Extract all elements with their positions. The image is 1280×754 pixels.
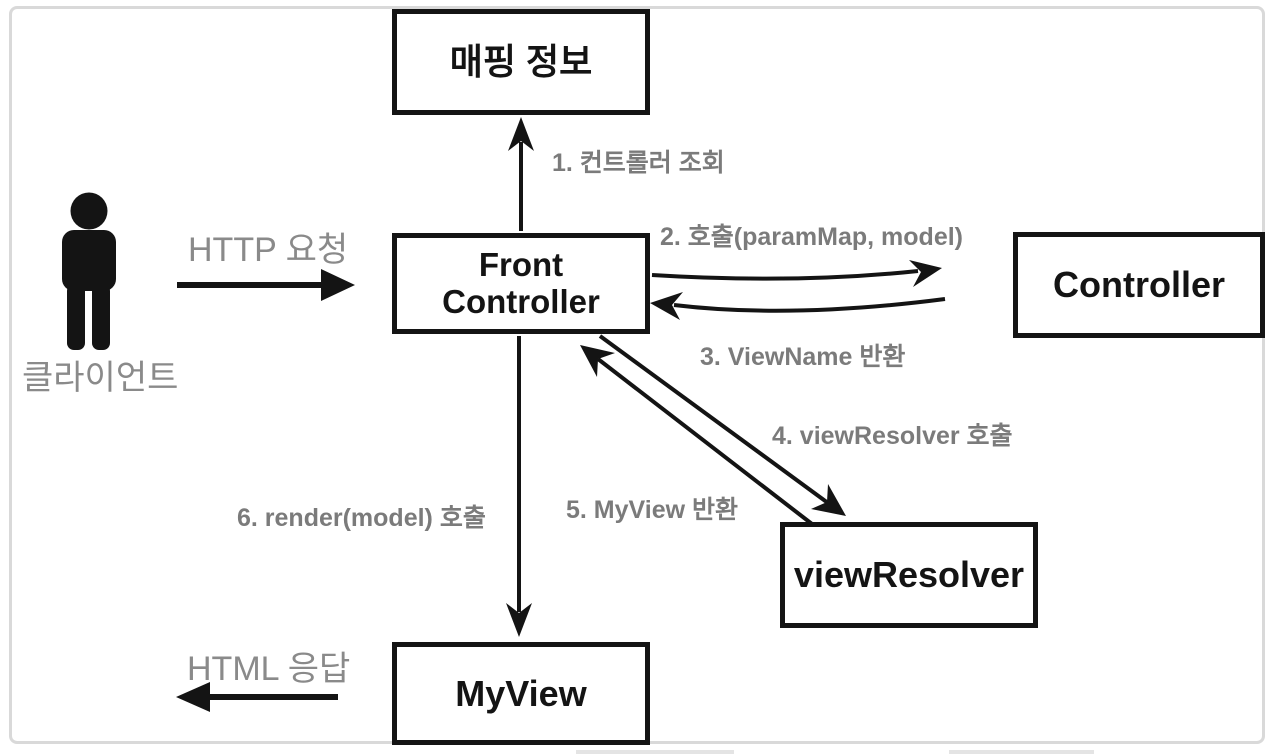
- step5-label: 5. MyView 반환: [566, 496, 738, 524]
- step1-label: 1. 컨트롤러 조회: [552, 149, 725, 177]
- step4-label: 4. viewResolver 호출: [772, 422, 1013, 450]
- node-my-view: MyView: [392, 642, 650, 745]
- node-front-controller-label: Front Controller: [442, 247, 600, 320]
- client-label: 클라이언트: [22, 359, 179, 397]
- node-view-resolver-label: viewResolver: [793, 554, 1025, 596]
- next-slide-peek-right: [949, 750, 1094, 754]
- node-view-resolver: viewResolver: [780, 522, 1038, 628]
- node-controller-label: Controller: [1052, 264, 1225, 306]
- step3-label: 3. ViewName 반환: [700, 343, 906, 371]
- next-slide-peek-left: [576, 750, 734, 754]
- node-front-controller-line2: Controller: [442, 282, 600, 320]
- html-response-label: HTML 응답: [187, 650, 351, 688]
- node-my-view-label: MyView: [455, 672, 587, 714]
- http-request-label: HTTP 요청: [188, 231, 349, 269]
- node-front-controller: Front Controller: [392, 233, 650, 334]
- diagram-canvas: [9, 6, 1265, 744]
- node-controller: Controller: [1013, 232, 1265, 338]
- step6-label: 6. render(model) 호출: [237, 504, 486, 532]
- step2-label: 2. 호출(paramMap, model): [660, 223, 963, 251]
- node-mapping-info-label: 매핑 정보: [449, 41, 593, 83]
- node-mapping-info: 매핑 정보: [392, 9, 650, 115]
- node-front-controller-line1: Front: [478, 246, 564, 284]
